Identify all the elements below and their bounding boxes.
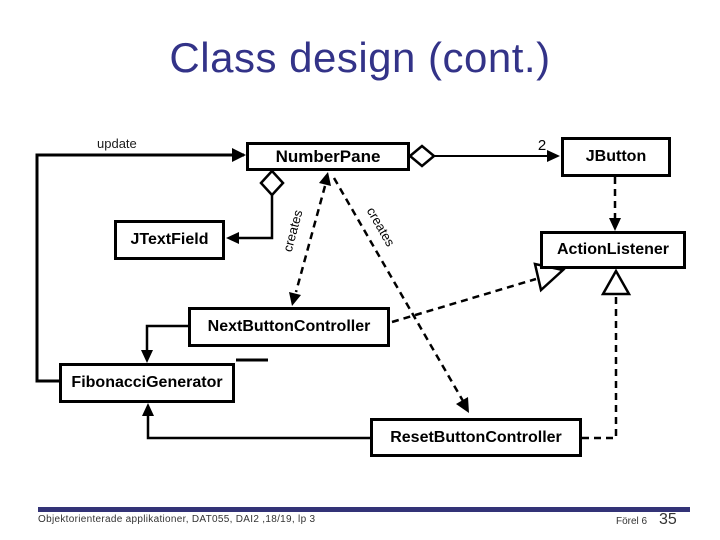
numberpane-jtextfield-aggregation [226, 169, 285, 244]
update-label: update [97, 136, 137, 151]
class-box-actionlistener: ActionListener [540, 231, 686, 269]
footer-lecture-label: Förel 6 [616, 516, 648, 527]
class-box-fibonaccigenerator: FibonacciGenerator [59, 363, 235, 403]
creates-dependency-left: creates [280, 172, 331, 306]
arrowhead-into-jtextfield [226, 232, 239, 244]
aggregation-diamond-bottom [259, 169, 285, 197]
slide-title: Class design (cont.) [169, 34, 551, 81]
arrowhead-up-into-numberpane [319, 172, 331, 186]
footer-course-info: Objektorienterade applikationer, DAT055,… [38, 514, 316, 525]
resetbuttoncontroller-realization [582, 268, 632, 440]
nextbuttoncontroller-fibonacci-line [141, 324, 188, 363]
creates-label-left: creates [280, 208, 306, 254]
update-association-line [35, 148, 246, 383]
arrowhead-into-jbutton [547, 150, 560, 162]
arrowhead-into-resetbuttoncontroller [456, 397, 469, 413]
nextbuttoncontroller-realization [391, 262, 566, 324]
class-box-numberpane: NumberPane [246, 142, 410, 171]
arrowhead-into-actionlistener [609, 218, 621, 231]
multiplicity-label: 2 [538, 137, 546, 154]
arrowhead-into-fibonacci-top [141, 350, 153, 363]
arrowhead-into-fibonacci-bottom [142, 403, 154, 416]
resetbuttoncontroller-fibonacci-line [142, 403, 370, 440]
arrowhead-down-into-nextbuttoncontroller [289, 292, 301, 306]
creates-dependency-right: creates [332, 177, 469, 413]
creates-label-right: creates [364, 205, 399, 250]
hollow-triangle-bottom [600, 268, 632, 296]
numberpane-jbutton-aggregation: 2 [408, 137, 560, 168]
jbutton-actionlistener-dependency [609, 177, 621, 231]
class-box-resetbuttoncontroller: ResetButtonController [370, 418, 582, 457]
footer-page-number: 35 [659, 511, 677, 528]
arrowhead-into-numberpane [232, 148, 246, 162]
class-box-jbutton: JButton [561, 137, 671, 177]
footer-rule [38, 507, 690, 512]
aggregation-diamond-right [408, 144, 436, 168]
class-box-jtextfield: JTextField [114, 220, 225, 260]
class-box-nextbuttoncontroller: NextButtonController [188, 307, 390, 347]
